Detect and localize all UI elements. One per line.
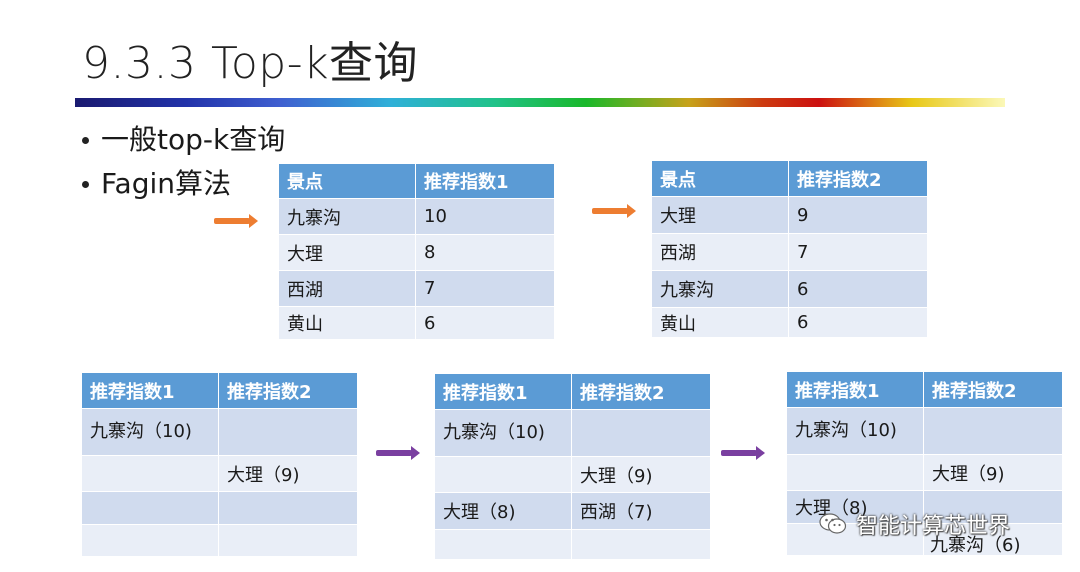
column-header: 推荐指数2 <box>571 373 711 410</box>
orange-arrow-icon <box>214 214 258 228</box>
table-cell <box>571 529 711 560</box>
table-cell <box>434 529 572 560</box>
orange-arrow-icon <box>592 204 636 218</box>
table-cell: 西湖 <box>651 233 789 271</box>
table-cell: 6 <box>788 270 928 308</box>
purple-arrow-icon <box>376 446 420 460</box>
bullet-text: 一般top-k查询 <box>101 123 286 156</box>
column-header: 景点 <box>278 163 416 199</box>
table-cell: 大理（9) <box>923 454 1063 491</box>
table-row: 九寨沟（10) <box>434 409 711 457</box>
table-cell: 九寨沟 <box>651 270 789 308</box>
column-header: 推荐指数2 <box>788 160 928 197</box>
table-cell: 大理（9) <box>218 455 358 492</box>
watermark-text: 智能计算芯世界 <box>856 514 1011 539</box>
table-cell <box>923 523 1063 556</box>
table-row: 大理（9) <box>786 454 1063 491</box>
table-cell: 6 <box>788 307 928 338</box>
table-row: 大理（9) <box>81 455 358 492</box>
table-cell: 7 <box>415 270 555 307</box>
column-header: 推荐指数2 <box>218 372 358 409</box>
table-cell <box>434 456 572 493</box>
slide-title: 9.3.3 Top-k查询 <box>82 38 419 89</box>
bullet-text: Fagin算法 <box>101 167 231 200</box>
table-cell: 西湖 <box>278 270 416 307</box>
table-cell <box>786 523 924 556</box>
table-row: 九寨沟（10) <box>81 408 358 456</box>
table-row: 大理（8)西湖（7) <box>434 492 711 530</box>
table-cell: 大理（8) <box>786 490 924 524</box>
table-cell <box>81 491 219 525</box>
table-cell: 9 <box>788 196 928 234</box>
table-cell: 九寨沟 <box>278 198 416 235</box>
wechat-icon <box>819 513 847 534</box>
table-cell <box>218 491 358 525</box>
column-header: 推荐指数1 <box>786 371 924 408</box>
table-cell: 10 <box>415 198 555 235</box>
bullet-item: Fagin算法 <box>82 162 285 206</box>
table-cell: 黄山 <box>278 306 416 340</box>
table-cell <box>218 408 358 456</box>
table-cell: 7 <box>788 233 928 271</box>
table-row <box>434 529 711 560</box>
table-cell: 西湖（7) <box>571 492 711 530</box>
table-cell: 九寨沟（10) <box>81 408 219 456</box>
title-rainbow-divider <box>75 98 1005 107</box>
table-row: 九寨沟（10) <box>786 407 1063 455</box>
column-header: 景点 <box>651 160 789 197</box>
table-cell: 九寨沟（10) <box>434 409 572 457</box>
column-header: 推荐指数1 <box>415 163 555 199</box>
table-cell: 大理（9) <box>571 456 711 493</box>
table-cell: 九寨沟（10) <box>786 407 924 455</box>
table-row <box>81 491 358 525</box>
table-row <box>786 523 1063 556</box>
table-cell: 8 <box>415 234 555 271</box>
table-row: 大理（9) <box>434 456 711 493</box>
table-cell: 6 <box>415 306 555 340</box>
table-row <box>81 524 358 557</box>
bullet-dot-icon <box>82 180 89 188</box>
table-cell <box>786 454 924 491</box>
purple-arrow-icon <box>721 446 765 460</box>
column-header: 推荐指数2 <box>923 371 1063 408</box>
watermark: 智能计算芯世界 <box>818 508 1010 540</box>
table-cell <box>81 455 219 492</box>
table-cell: 大理 <box>651 196 789 234</box>
table-cell: 黄山 <box>651 307 789 338</box>
table-cell <box>923 490 1063 524</box>
bullet-list: 一般top-k查询 Fagin算法 <box>82 118 285 206</box>
table-cell <box>218 524 358 557</box>
table-cell <box>571 409 711 457</box>
table-row: 大理（8) <box>786 490 1063 524</box>
bullet-dot-icon <box>82 136 89 144</box>
table-cell: 大理 <box>278 234 416 271</box>
table-cell: 大理（8) <box>434 492 572 530</box>
table-cell <box>923 407 1063 455</box>
table-cell <box>81 524 219 557</box>
bullet-item: 一般top-k查询 <box>82 118 285 162</box>
column-header: 推荐指数1 <box>434 373 572 410</box>
overflow-cell-text: 九寨沟（6) <box>930 535 1021 556</box>
column-header: 推荐指数1 <box>81 372 219 409</box>
